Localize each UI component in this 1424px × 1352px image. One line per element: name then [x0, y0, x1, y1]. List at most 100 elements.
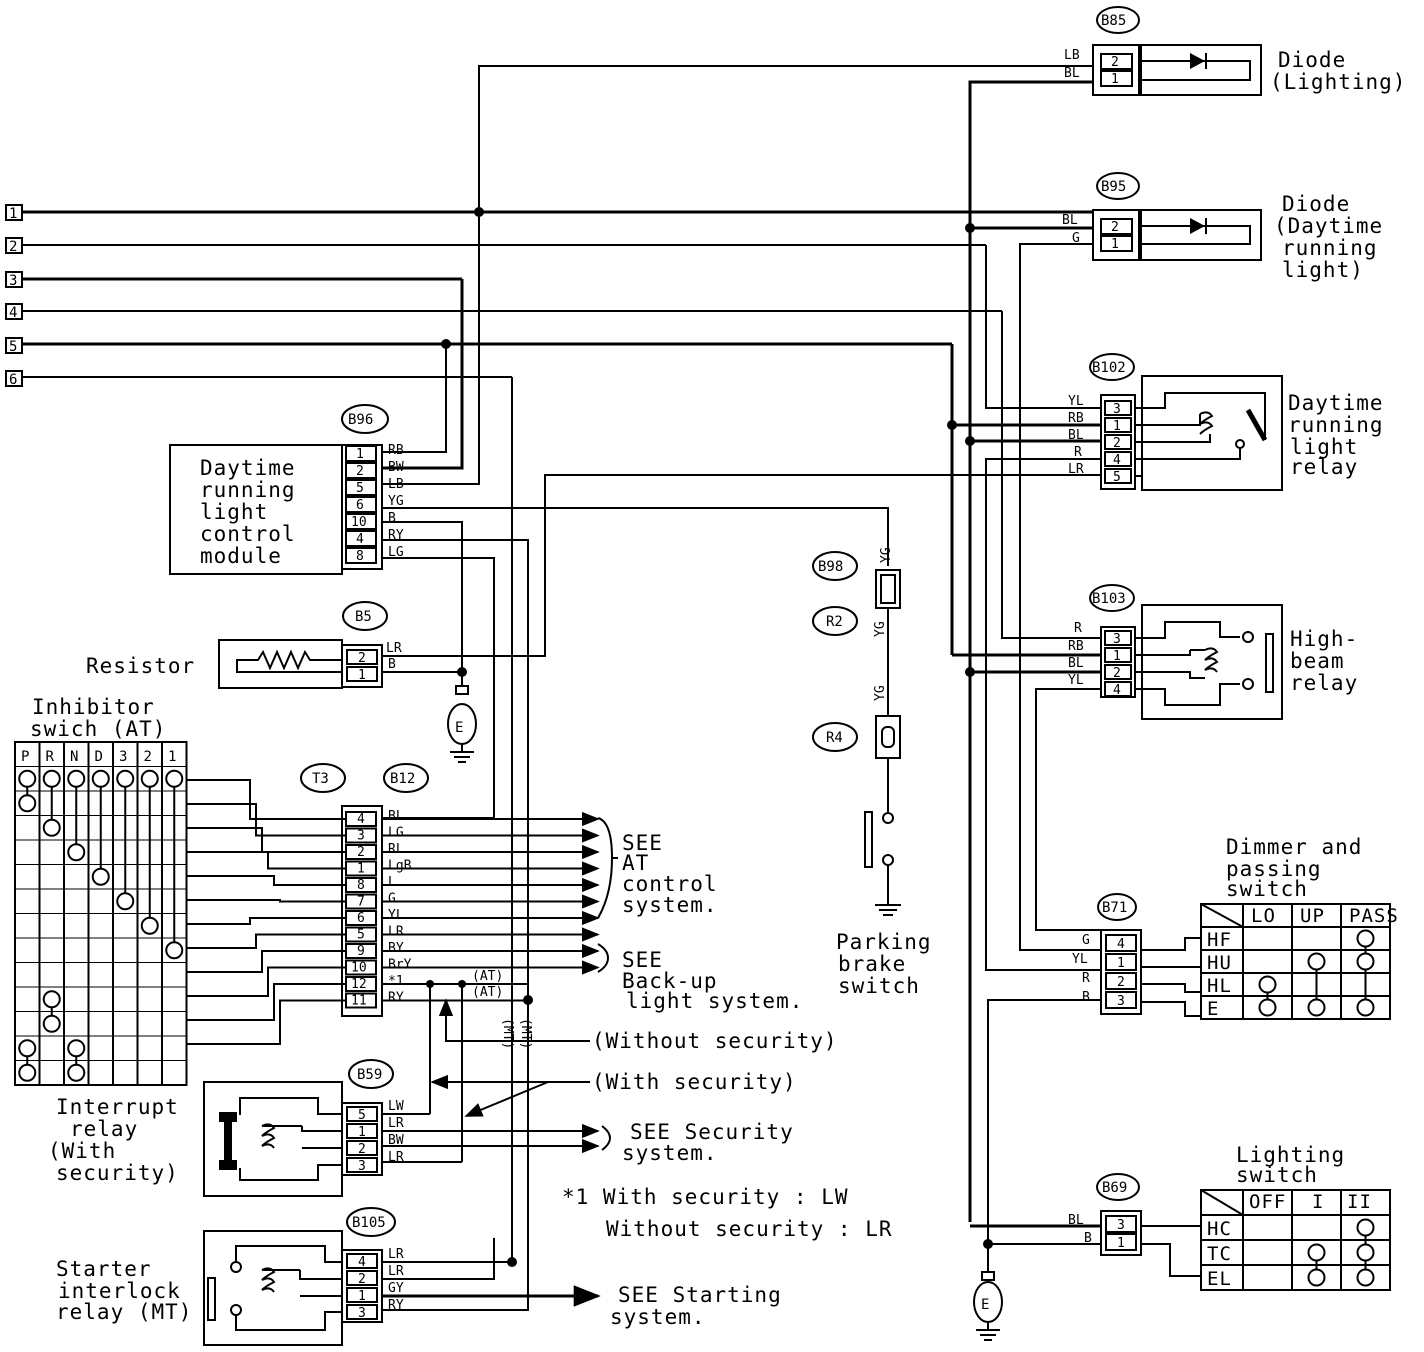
svg-text:SEE: SEE	[622, 831, 663, 855]
ground-symbol: E	[447, 685, 477, 763]
ground-symbol-main: E	[973, 1271, 1003, 1341]
b12-wire-color: BrY	[388, 958, 412, 973]
svg-text:B95: B95	[1101, 179, 1126, 195]
dimmer-col-label: UP	[1300, 905, 1325, 927]
note-without-security: Without security : LR	[606, 1217, 893, 1241]
b12-wire-color: RY	[388, 991, 404, 1006]
svg-text:light: light	[200, 500, 268, 524]
svg-text:2: 2	[1111, 55, 1119, 70]
svg-text:3: 3	[1117, 994, 1125, 1009]
b12-pin: 9	[357, 944, 365, 959]
svg-text:BL: BL	[1068, 428, 1084, 443]
b96-pin: 8	[356, 549, 364, 564]
inhibitor-position-label: R	[46, 749, 55, 765]
inhibitor-to-b12-wire	[186, 899, 346, 903]
svg-text:2: 2	[358, 651, 366, 666]
svg-text:Inhibitor: Inhibitor	[32, 695, 155, 719]
svg-text:relay: relay	[1290, 455, 1358, 479]
b12-wire-color: LG	[388, 826, 404, 841]
inhibitor-to-b12-wire	[186, 933, 346, 949]
bus-4-label: 4	[9, 305, 17, 321]
interrupt-relay: B59 5 1 2 3 LW LR BW LR Interrupt relay …	[48, 1059, 404, 1197]
inhibitor-to-b12-wire	[186, 950, 346, 973]
lighting-row-label: HC	[1207, 1218, 1232, 1240]
without-security-label: (Without security)	[592, 1029, 838, 1053]
svg-text:High-: High-	[1290, 627, 1358, 651]
high-beam-relay: B103 3 1 2 4 R RB BL YL High- beam relay	[1068, 584, 1358, 720]
svg-text:system.: system.	[622, 893, 718, 917]
b12-wire-color: L	[388, 875, 396, 890]
inhibitor-to-b12-wire	[186, 999, 346, 1045]
b12-pin: 3	[357, 829, 365, 844]
svg-text:LR: LR	[388, 1116, 404, 1131]
svg-text:BL: BL	[1064, 66, 1080, 81]
svg-text:beam: beam	[1290, 649, 1345, 673]
svg-text:YL: YL	[1072, 952, 1088, 967]
svg-text:relay: relay	[1290, 671, 1358, 695]
svg-text:1: 1	[1113, 649, 1121, 664]
svg-text:(Daytime: (Daytime	[1274, 214, 1383, 238]
svg-text:(AT): (AT)	[472, 985, 503, 1000]
dimmer-row-label: HF	[1207, 929, 1232, 951]
svg-text:Daytime: Daytime	[200, 456, 296, 480]
inhibitor-position-label: N	[70, 749, 78, 765]
b96-wire-color: RB	[388, 443, 404, 458]
svg-text:2: 2	[1113, 666, 1121, 681]
inhibitor-position-label: D	[95, 749, 103, 765]
svg-text:LB: LB	[1064, 48, 1080, 63]
svg-text:interlock: interlock	[58, 1279, 181, 1303]
svg-text:BL: BL	[1062, 213, 1078, 228]
b12-pin: 8	[357, 878, 365, 893]
b96-wire-color: LG	[388, 545, 404, 560]
inhibitor-to-b12-wire	[186, 875, 346, 886]
inhibitor-to-b12-wire	[186, 851, 346, 870]
svg-text:system.: system.	[610, 1305, 706, 1329]
svg-text:Diode: Diode	[1278, 48, 1346, 72]
svg-text:brake: brake	[838, 952, 906, 976]
svg-text:3: 3	[1113, 402, 1121, 417]
b12-wire-color: LR	[388, 925, 404, 940]
svg-text:YL: YL	[1068, 394, 1084, 409]
inhibitor-to-b12-wire	[186, 983, 346, 1021]
svg-text:1: 1	[358, 668, 366, 683]
svg-text:B12: B12	[390, 771, 415, 787]
svg-text:1: 1	[1113, 419, 1121, 434]
svg-text:B: B	[1084, 1231, 1092, 1246]
svg-text:G: G	[1082, 933, 1090, 948]
b96-wire-color: YG	[388, 494, 404, 509]
svg-text:E: E	[981, 1297, 989, 1313]
inhibitor-to-b12-wire	[186, 917, 346, 925]
svg-text:3: 3	[1117, 1218, 1125, 1233]
lighting-row-label: TC	[1207, 1243, 1232, 1265]
svg-text:LR: LR	[388, 1247, 404, 1262]
b12-wire-color: G	[388, 892, 396, 907]
svg-text:R: R	[1074, 445, 1082, 460]
dimmer-row-label: E	[1207, 998, 1219, 1020]
dimmer-passing-switch: Dimmer and passing switch B71 4 1 2 3 G …	[1072, 835, 1398, 1020]
svg-text:relay: relay	[70, 1117, 138, 1141]
svg-text:E: E	[455, 720, 463, 736]
svg-text:B: B	[388, 657, 396, 672]
b96-pin: 4	[356, 532, 364, 547]
svg-text:3: 3	[1113, 632, 1121, 647]
bus-6-label: 6	[9, 372, 17, 388]
b96-pin: 10	[351, 515, 367, 530]
svg-text:B71: B71	[1102, 900, 1127, 916]
svg-text:B102: B102	[1092, 360, 1126, 376]
svg-text:2: 2	[358, 1142, 366, 1157]
svg-text:system.: system.	[622, 1141, 718, 1165]
reference-braces: SEE AT control system. SEE Back-up light…	[597, 817, 802, 1013]
svg-text:4: 4	[1117, 937, 1125, 952]
svg-text:1: 1	[358, 1125, 366, 1140]
svg-text:3: 3	[358, 1306, 366, 1321]
starter-interlock-relay: B105 4 2 1 3 LR LR GY RY Starter interlo…	[56, 1207, 404, 1346]
svg-text:passing: passing	[1226, 857, 1322, 881]
svg-text:4: 4	[1113, 453, 1121, 468]
inhibitor-to-b12-wire	[186, 779, 346, 820]
svg-text:Starter: Starter	[56, 1257, 152, 1281]
svg-text:running: running	[1288, 413, 1384, 437]
parking-brake-switch: B98 YG R2 YG R4 YG Parking brake switch	[812, 547, 931, 998]
inhibitor-position-label: 1	[168, 749, 176, 765]
